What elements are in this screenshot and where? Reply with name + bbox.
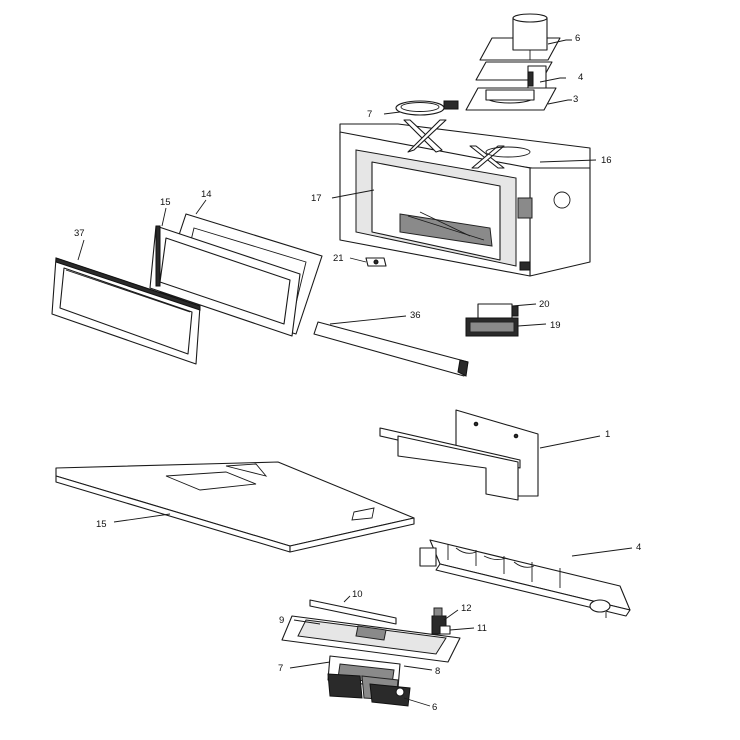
part-10-shield: [309, 599, 397, 625]
part-4-burner-assembly: [419, 539, 631, 618]
callout-10: 10: [352, 589, 363, 600]
callout-labels: 6 4 3 7 16 17 14 15 37 21 20 19 36 1 15 …: [74, 33, 641, 713]
callout-15-top: 15: [160, 197, 171, 208]
callout-16: 16: [601, 155, 612, 166]
callout-37: 37: [74, 228, 85, 239]
part-1-heat-shield: [379, 409, 539, 501]
callout-15-bottom: 15: [96, 519, 107, 530]
callout-7-bottom: 7: [278, 663, 283, 674]
callout-11: 11: [477, 623, 487, 634]
callout-21: 21: [333, 253, 344, 264]
part-16-firebox-housing: [339, 119, 591, 277]
callout-17: 17: [311, 193, 322, 204]
part-6-control-valve: [369, 683, 411, 707]
callout-36: 36: [410, 310, 421, 321]
callout-6-top: 6: [575, 33, 580, 44]
part-19-module: [465, 317, 519, 337]
part-20-valve: [477, 303, 519, 319]
callout-3: 3: [573, 94, 578, 105]
part-36-trim-bar: [313, 321, 469, 377]
part-21-clip: [365, 257, 387, 267]
part-3-flue-adapter: [465, 87, 557, 111]
callout-6-bottom: 6: [432, 702, 437, 713]
callout-4-bottom: 4: [636, 542, 641, 553]
leader-lines: [77, 39, 633, 707]
callout-1: 1: [605, 429, 610, 440]
part-37-outer-door: [51, 257, 201, 365]
part-4-bracket-top: [475, 61, 553, 89]
callout-12: 12: [461, 603, 472, 614]
part-6-flue-collar: [479, 13, 561, 61]
callout-20: 20: [539, 299, 550, 310]
callout-4-top: 4: [578, 72, 583, 83]
callout-14: 14: [201, 189, 212, 200]
part-15-base-pan: [55, 461, 415, 553]
callout-9: 9: [279, 615, 284, 626]
callout-7-top: 7: [367, 109, 372, 120]
part-7-ring: [395, 100, 459, 116]
callout-8: 8: [435, 666, 440, 677]
part-9-tray: [281, 615, 461, 663]
part-11-fitting: [439, 625, 451, 635]
part-15-door-frame: [149, 225, 301, 337]
callout-19: 19: [550, 320, 561, 331]
